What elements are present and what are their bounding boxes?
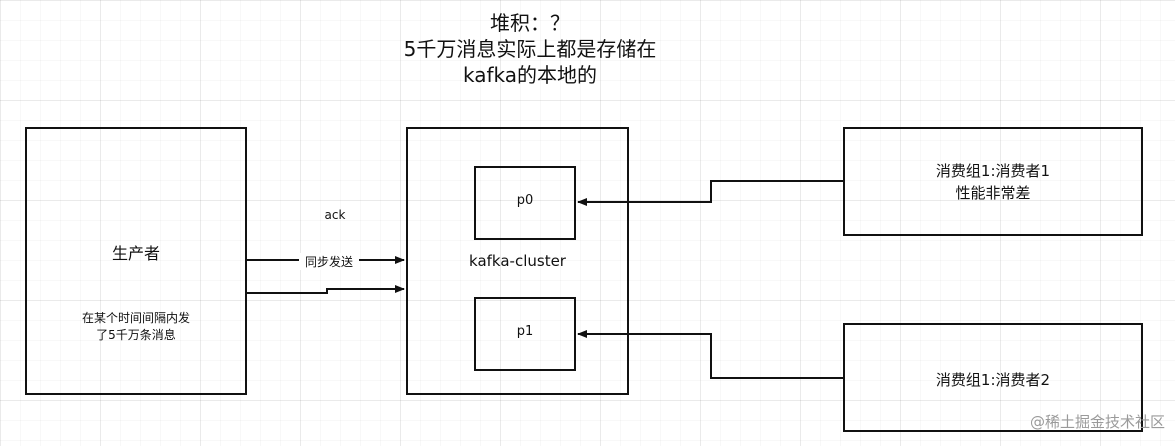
watermark: @稀土掘金技术社区 xyxy=(1029,413,1165,431)
sync-send-label: 同步发送 xyxy=(299,253,359,270)
producer-box xyxy=(25,127,247,395)
title-line-1: 堆积：？ xyxy=(490,11,570,35)
producer-title: 生产者 xyxy=(111,244,160,263)
ack-label: ack xyxy=(324,208,346,222)
consumer-1-line-2: 性能非常差 xyxy=(955,184,1031,202)
consumer-1-box xyxy=(843,127,1143,236)
consumer-2-label: 消费组1:消费者2 xyxy=(935,371,1051,389)
partition-p1-box xyxy=(474,297,576,371)
kafka-cluster-label: kafka-cluster xyxy=(469,252,566,270)
partition-p1-label: p1 xyxy=(516,324,534,339)
producer-description: 在某个时间间隔内发 了5千万条消息 xyxy=(25,310,247,344)
edge-consumer1-to-p0 xyxy=(577,180,843,206)
title-line-3: kafka的本地的 xyxy=(462,63,597,87)
consumer-2-box xyxy=(843,323,1143,432)
diagram-title: 堆积：？ 5千万消息实际上都是存储在 kafka的本地的 xyxy=(320,10,740,88)
consumer-1-label: 消费组1:消费者1 性能非常差 xyxy=(843,160,1143,204)
edge-consumer2-to-p1 xyxy=(577,330,843,379)
producer-desc-line-1: 在某个时间间隔内发 xyxy=(81,311,190,325)
consumer-1-line-1: 消费组1:消费者1 xyxy=(935,162,1051,180)
edge-producer-to-cluster-2 xyxy=(247,285,405,294)
partition-p0-box xyxy=(474,166,576,240)
producer-desc-line-2: 了5千万条消息 xyxy=(96,328,176,342)
partition-p0-label: p0 xyxy=(516,193,534,208)
title-line-2: 5千万消息实际上都是存储在 xyxy=(403,37,657,61)
kafka-cluster-box xyxy=(406,127,629,395)
